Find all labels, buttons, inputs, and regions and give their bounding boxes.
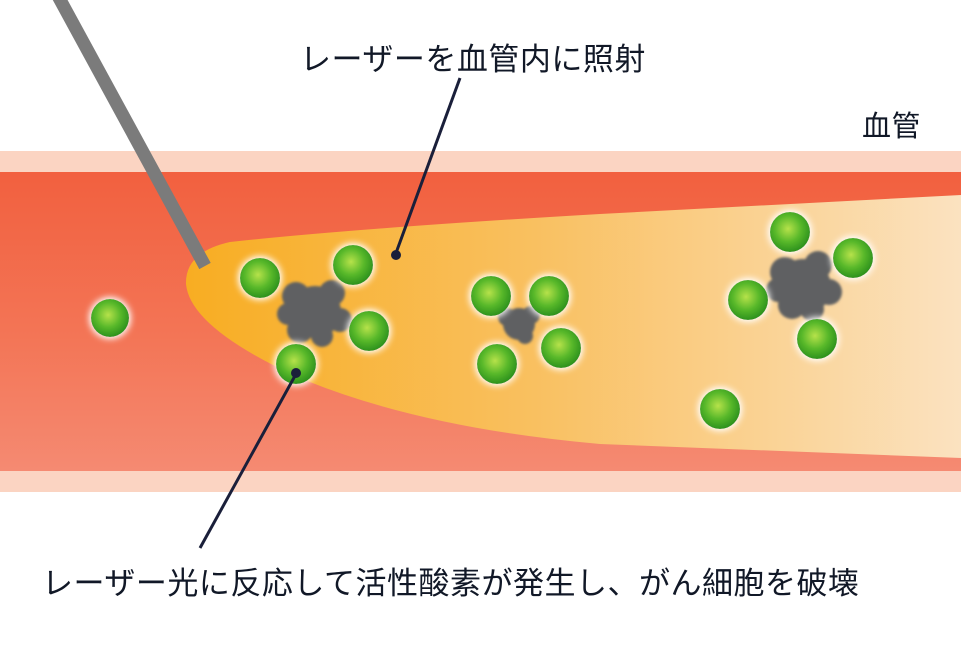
green-cell [541,328,581,368]
label-vessel: 血管 [862,109,922,143]
label-laser-irradiation: レーザーを血管内に照射 [300,42,646,78]
green-cell [477,344,517,384]
green-cell [276,344,316,384]
green-cell [797,319,837,359]
leader-line-laser [394,77,462,254]
leader-dot-reaction [291,368,301,378]
vessel-wall-top [0,151,961,173]
green-cell [770,212,810,252]
laser-beam [185,195,961,458]
green-cell [91,299,129,337]
cancer-cell-1 [277,280,352,347]
green-cell [833,238,873,278]
leader-dot-laser [391,250,401,260]
green-cell [700,389,740,429]
green-cell [471,276,511,316]
green-cell-group [91,212,873,429]
green-cell [333,245,373,285]
green-cell [728,280,768,320]
green-cell [529,276,569,316]
leader-line-reaction [198,373,298,549]
label-reaction: レーザー光に反応して活性酸素が発生し、がん細胞を破壊 [42,566,860,602]
cancer-cell-3 [766,251,842,321]
green-cell [349,311,389,351]
green-cell [240,258,280,298]
vessel-wall-bottom [0,470,961,492]
laser-fiber [52,0,211,270]
